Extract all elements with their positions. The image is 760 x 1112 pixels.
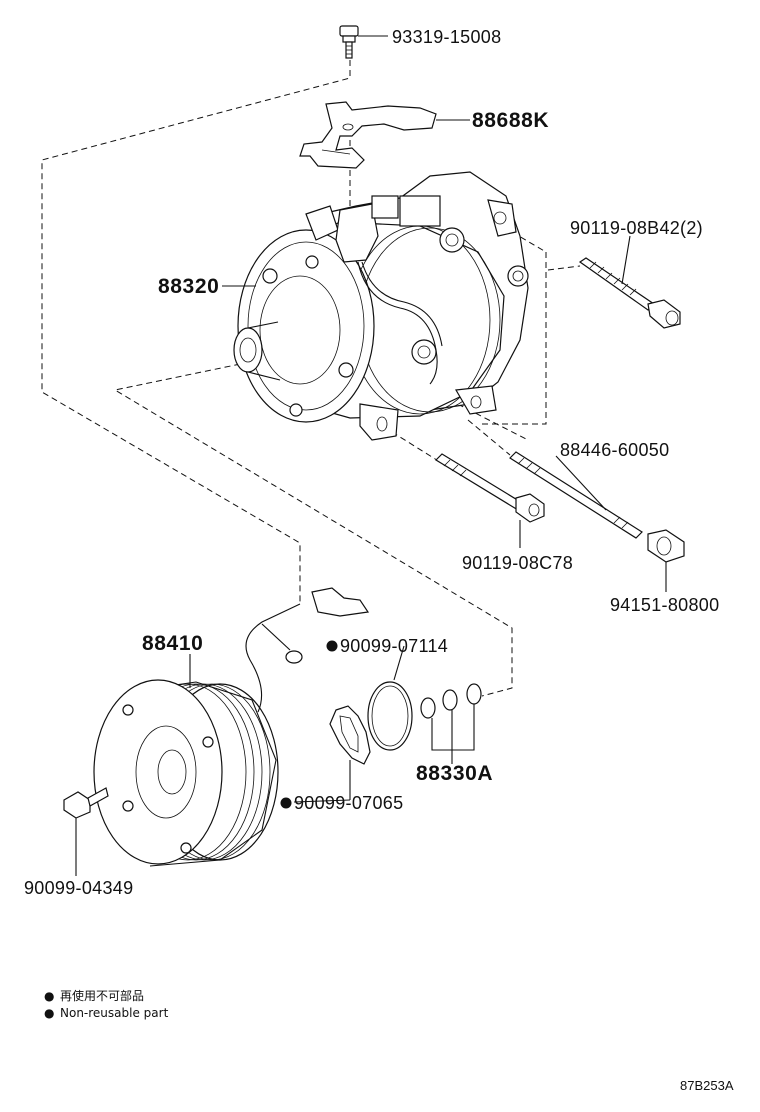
label-93319-15008[interactable]: 93319-15008: [392, 27, 501, 47]
label-88688K[interactable]: 88688K: [472, 109, 549, 132]
label-94151-80800[interactable]: 94151-80800: [610, 595, 719, 615]
label-88410[interactable]: 88410: [142, 632, 203, 655]
legend-line-japanese: 再使用不可部品: [60, 988, 144, 1003]
bolt-90119-08B42[interactable]: [578, 235, 681, 329]
oring-set-88330A[interactable]: [367, 645, 482, 764]
label-90099-07065[interactable]: 90099-07065: [294, 793, 403, 813]
compressor-88320[interactable]: [222, 171, 529, 441]
snap-ring-90099-07065[interactable]: [293, 705, 371, 803]
label-88320[interactable]: 88320: [158, 275, 219, 298]
legend-bullet-2: ●: [44, 1006, 54, 1020]
bolt-90099-04349[interactable]: [63, 787, 109, 876]
legend-bullet-1: ●: [44, 989, 54, 1003]
non-reusable-marker-07065: [280, 797, 292, 809]
clutch-88410[interactable]: [93, 587, 370, 867]
label-90099-07114[interactable]: 90099-07114: [340, 636, 448, 656]
stud-88446-60050[interactable]: [509, 451, 643, 539]
label-88330A[interactable]: 88330A: [416, 762, 493, 785]
label-90119-08C78[interactable]: 90119-08C78: [462, 553, 573, 573]
legend: ● 再使用不可部品 ● Non-reusable part: [44, 988, 169, 1020]
label-90099-04349[interactable]: 90099-04349: [24, 878, 133, 898]
legend-line-english: Non-reusable part: [60, 1006, 169, 1020]
nut-94151-80800[interactable]: [647, 529, 685, 592]
bolt-90119-08C78[interactable]: [435, 453, 545, 548]
bracket-88688K[interactable]: [299, 101, 470, 169]
part-labels: 93319-15008 88688K 90119-08B42(2) 88320 …: [24, 27, 719, 898]
label-88446-60050[interactable]: 88446-60050: [560, 440, 669, 460]
non-reusable-marker-07114: [326, 640, 338, 652]
bolt-93319-15008[interactable]: [339, 25, 388, 59]
diagram-code: 87B253A: [680, 1078, 734, 1093]
label-90119-08B42[interactable]: 90119-08B42(2): [570, 218, 703, 238]
